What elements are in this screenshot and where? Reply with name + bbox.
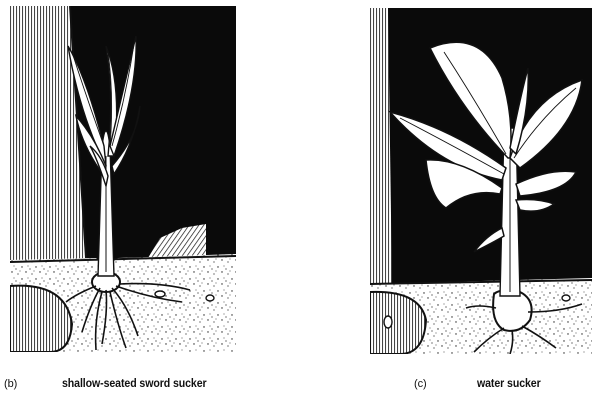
illustration-water-sucker: [370, 8, 592, 354]
panel-b-letter: (b): [4, 378, 17, 390]
panel-c-caption: water sucker: [477, 378, 541, 390]
panel-b-caption: shallow-seated sword sucker: [62, 378, 207, 390]
panel-c-letter: (c): [414, 378, 427, 390]
sword-sucker-drawing: [10, 6, 236, 352]
illustration-sword-sucker: [10, 6, 236, 352]
water-sucker-drawing: [370, 8, 592, 354]
